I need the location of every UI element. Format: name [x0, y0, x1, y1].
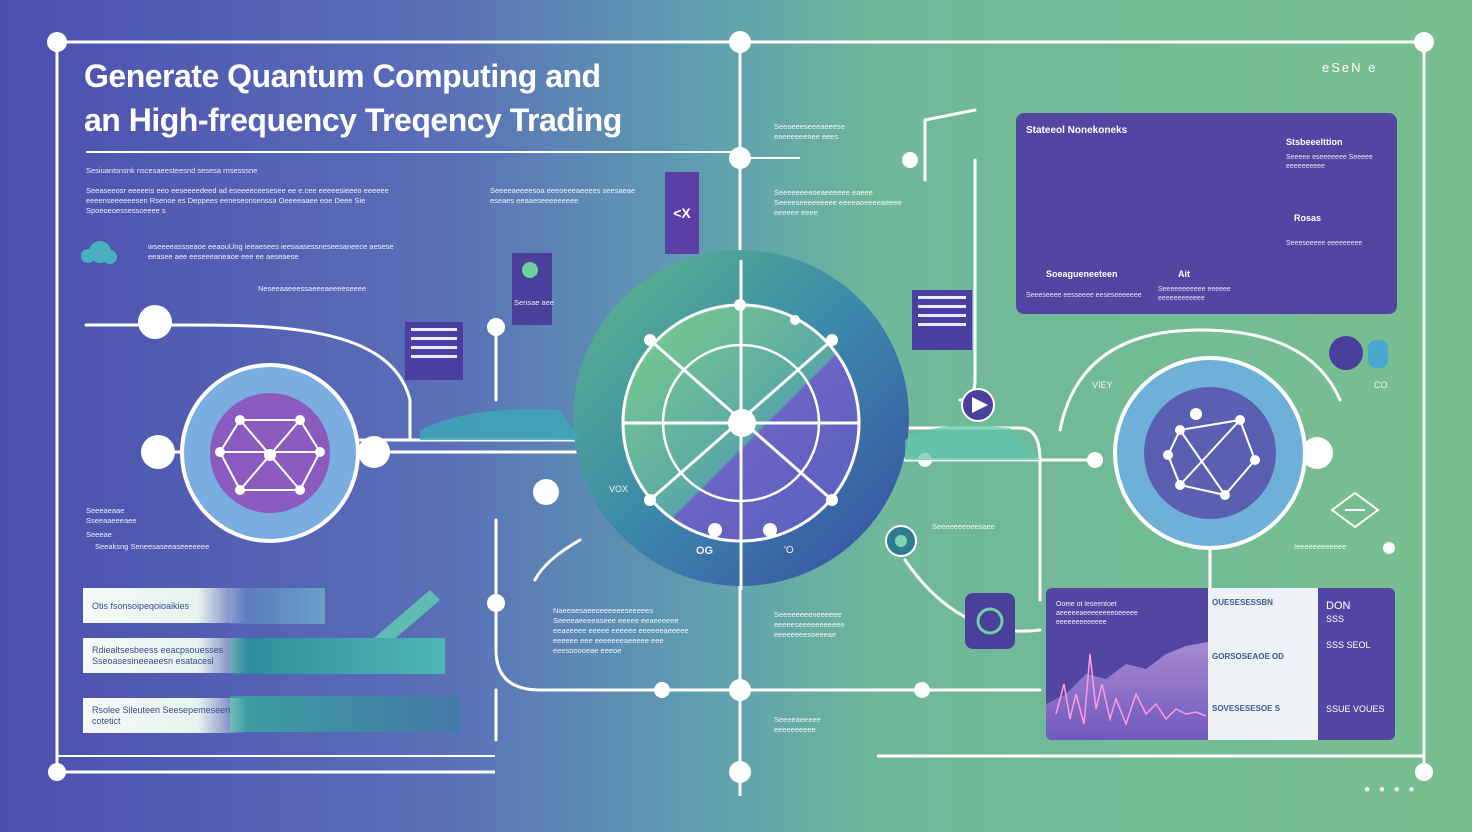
center-tag-low: Naeeaesaeeoeeeeeeseeeees Seeeeaeeeeaseee…	[553, 606, 689, 655]
quote-row-3-label: SOVESESESOE S	[1212, 704, 1281, 713]
panel-label-3: Rosas	[1294, 213, 1322, 223]
side-text-4: SSUE VOUES	[1326, 704, 1385, 714]
list-card-right	[912, 290, 972, 350]
button-strip-3	[230, 696, 460, 732]
side-text-2: SSS	[1326, 614, 1345, 624]
left-side-c: Seeaksng Seneesaseeaseeeeeee	[95, 542, 210, 551]
svg-text:<X: <X	[673, 205, 691, 221]
left-small-line: Neseeaaeeessaeeeaeeeeseeee	[258, 284, 367, 293]
eye-icon	[1330, 491, 1380, 529]
center-tag-top: Seeeeaeeeesoa eeeoeeeaeeees seesaeae ese…	[490, 186, 636, 205]
chart-caption: Ooeie ot leseentoet aeeeeeaeeeeeeeeoeeee…	[1056, 601, 1138, 626]
panel-tiny-d: Seeeeeeeeeee eeeeee eeeeeeeeeeee	[1158, 286, 1231, 302]
page-title: Generate Quantum Computing and an High-f…	[84, 54, 622, 142]
dial-label-bottom-a: OG	[696, 545, 714, 557]
badge-icon: <X	[665, 172, 699, 254]
target-icon	[885, 525, 917, 557]
left-para-head: Sesiuantsnsnk nscesaeesteesnd sesesa rns…	[86, 166, 258, 175]
panel-tiny-c: Seeeseeee eesseeee eeseseeeeeee	[1026, 292, 1142, 299]
analysis-panel: Stateeol Nonekoneks Stsbeeelttion Seeeee…	[1016, 113, 1397, 314]
left-side-b: Seeeae	[86, 530, 112, 539]
quote-row-3[interactable]: SOVESESESOE S	[1212, 704, 1314, 722]
quote-row-2-label: GORSOSEAOE OD	[1212, 652, 1285, 661]
option-button-1[interactable]: Otis fsonsoipeqoioaikies	[83, 588, 247, 623]
dial-label-bottom-b: 'O	[784, 545, 794, 556]
price-chart	[1046, 642, 1208, 740]
cloud-icon	[81, 241, 117, 264]
quote-row-2[interactable]: GORSOSEAOE OD	[1212, 652, 1314, 670]
right-tag-c: Seeeeeeeoeesaee	[932, 522, 995, 531]
molecule-icon	[965, 593, 1015, 649]
right-tag-d: Seeeeeeeeneeeeee eeeeeseeeeeeeeeee eeeee…	[774, 610, 845, 639]
left-para-body: Seeaseeosr eeeeeis eeo eeseeeedeed ad es…	[86, 186, 389, 215]
option-button-2[interactable]: Rdiealtsesbeess eeacpsouesses Sseoasesin…	[83, 638, 247, 673]
side-text-3: SSS SEOL	[1326, 640, 1371, 650]
panel-header-left: Stateeol Nonekoneks	[1026, 125, 1128, 136]
frame-nodes	[47, 31, 1434, 783]
right-tag-e: Seeeeaeeeee eeeeeeeeee	[774, 715, 821, 734]
title-line-1: Generate Quantum Computing and	[84, 58, 601, 94]
quote-list: OUESESESSBN GORSOSEAOE OD SOVESESESOE S	[1208, 588, 1318, 740]
market-chart-panel: Ooeie ot leseentoet aeeeeeaeeeeeeeeoeeee…	[1046, 588, 1395, 740]
title-line-2: an High-frequency Treqency Trading	[84, 102, 622, 138]
right-tag-a: Seeoeeeseeeaeeese eaeeeeeenee eees	[774, 122, 845, 141]
pagination-dots: ● ● ● ●	[1364, 784, 1418, 795]
dial-label-left: VOX	[609, 484, 629, 494]
left-side-a: Seeeaeaae Sseeaaeeeaee	[86, 506, 137, 525]
right-mark-left: VIEY	[1092, 380, 1113, 390]
panel-label-2: Ait	[1178, 269, 1190, 279]
quote-row-1-label: OUESESESSBN	[1212, 598, 1273, 607]
center-tag-mini: Sensae aee	[514, 298, 555, 307]
central-quantum-dial	[573, 250, 909, 590]
card-icon	[512, 253, 552, 325]
panel-label-1: Soeagueneeteen	[1046, 269, 1118, 279]
corner-label: eSeN e	[1322, 60, 1378, 75]
panel-header-right: Stsbeeelttion	[1286, 137, 1343, 147]
right-mark-right: CO	[1374, 380, 1388, 390]
right-side-label: Ieeeeeeeeeeee	[1294, 542, 1347, 551]
list-card-left	[405, 322, 463, 380]
side-text-1: DON	[1326, 600, 1351, 612]
button-strip-2	[230, 638, 445, 674]
quote-row-1[interactable]: OUESESESSBN	[1212, 598, 1314, 616]
wire-nodes	[138, 152, 1395, 698]
panel-tiny-a: Seeeee eseeeeeee Seeeee eeeeeeeeee	[1286, 154, 1373, 170]
toggle-icon	[1329, 336, 1388, 370]
quantum-node-left	[180, 363, 360, 543]
option-button-3[interactable]: Rsolee Sileuteen Seesepemeseen cotetict	[83, 698, 247, 733]
left-para-two: wseeeeassseaoe eeaouUng ieeaesees ieesaa…	[148, 242, 394, 261]
panel-tiny-b: Seeeseeeee eeeeeeeee	[1286, 240, 1363, 247]
right-tag-b: Seeeeeeeeoeaeeeeee eaeee Seeeeseeeeeeeee…	[774, 188, 902, 217]
play-icon	[961, 388, 995, 422]
quantum-node-right	[1113, 356, 1307, 550]
